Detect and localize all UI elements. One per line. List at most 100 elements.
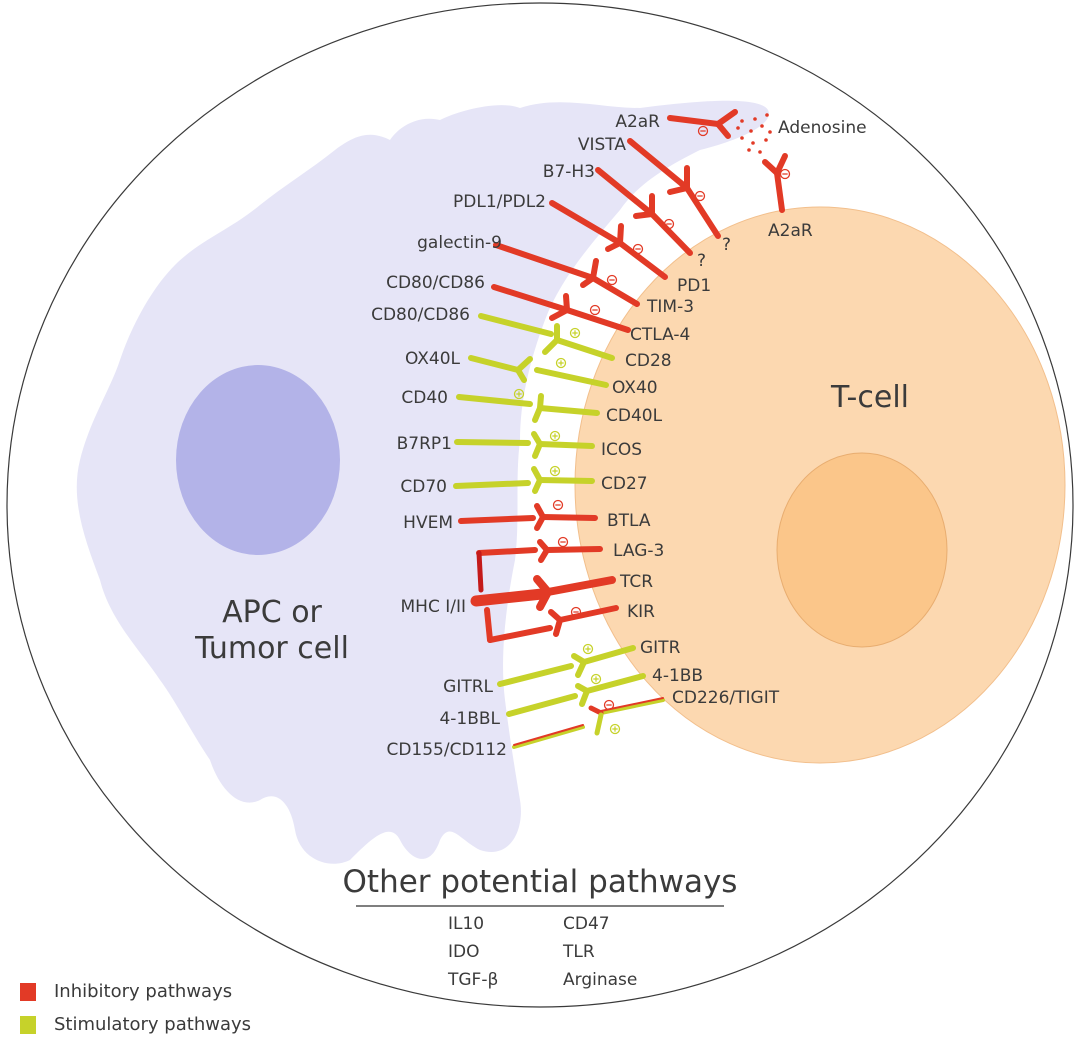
b7rp1-line	[454, 439, 531, 446]
label-cd226-tigit: CD226/TIGIT	[672, 688, 780, 708]
minus-sign-icon	[632, 243, 644, 255]
adenosine-molecule	[736, 126, 740, 130]
outer-boundary-circle	[6, 2, 1074, 1008]
gitr-receptor	[581, 645, 636, 665]
adenosine-molecule	[753, 117, 757, 121]
minus-sign-icon	[552, 499, 564, 511]
mhc-tcr-line	[470, 588, 548, 607]
label-galectin-9: galectin-9	[417, 233, 502, 253]
t-cell-label: T-cell	[830, 380, 909, 415]
label-cd40l: CD40L	[606, 406, 663, 426]
hvem-line	[458, 515, 536, 524]
adenosine-molecule	[740, 136, 744, 140]
minus-sign-icon	[663, 218, 675, 230]
receptor-fork	[579, 688, 590, 707]
label-mhc: MHC I/II	[401, 597, 467, 617]
other-pathway-item: TLR	[562, 942, 595, 962]
plus-sign-icon	[569, 327, 581, 339]
b7h3-line	[595, 167, 655, 217]
tcr-receptor	[544, 576, 616, 596]
adenosine-molecule	[740, 119, 744, 123]
label-a2ar-apc: A2aR	[615, 112, 660, 132]
label-cd70: CD70	[400, 477, 447, 497]
a2ar-tcell-stem	[774, 170, 785, 213]
other-pathway-item: IDO	[448, 942, 480, 962]
label-tcr: TCR	[619, 572, 653, 592]
b7h3-receptor	[649, 211, 693, 256]
adenosine-molecule	[765, 113, 769, 117]
label-pdl1-pdl2: PDL1/PDL2	[453, 192, 546, 212]
cd40l-receptor	[537, 405, 600, 416]
tigit-fork	[588, 705, 604, 716]
label-vista: VISTA	[578, 135, 626, 155]
a2ar-apc-line	[667, 115, 721, 127]
mhc-bracket	[476, 550, 484, 593]
plus-sign-icon	[609, 723, 621, 735]
minus-sign-icon	[694, 190, 706, 202]
cd40-line	[456, 394, 533, 407]
receptor-fork	[617, 223, 624, 246]
minus-sign-icon	[589, 304, 601, 316]
adenosine-molecule	[751, 141, 755, 145]
receptor-fork	[538, 547, 550, 563]
kir-receptor	[557, 605, 619, 623]
btla-receptor	[540, 514, 598, 521]
receptor-fork	[536, 588, 552, 611]
other-pathway-item: IL10	[448, 914, 484, 934]
ox40l-line	[468, 355, 521, 373]
other-pathways-title: Other potential pathways	[343, 864, 738, 900]
label-btla: BTLA	[607, 511, 651, 531]
adenosine-molecule	[760, 124, 764, 128]
label-cd28: CD28	[625, 351, 672, 371]
receptor-fork	[532, 477, 543, 494]
adenosine-molecule	[768, 130, 772, 134]
label-ox40l: OX40L	[405, 349, 461, 369]
vista-receptor	[684, 185, 721, 239]
apc-nucleus	[176, 365, 340, 555]
mhc-bracket	[484, 607, 493, 643]
label-pd1: PD1	[677, 276, 711, 296]
vista-line	[627, 138, 690, 191]
cd80-line	[478, 313, 554, 337]
label-icos: ICOS	[601, 440, 642, 460]
inhibitory-swatch-icon	[20, 982, 36, 1001]
adenosine-molecule	[758, 150, 762, 154]
pdl-line	[549, 200, 623, 246]
receptor-fork	[553, 617, 563, 637]
legend: Inhibitory pathways Stimulatory pathways	[20, 975, 251, 1041]
legend-item-stimulatory: Stimulatory pathways	[20, 1008, 251, 1041]
label-cd80-cd86-b: CD80/CD86	[371, 305, 470, 325]
legend-item-inhibitory: Inhibitory pathways	[20, 975, 251, 1008]
apc-label-line1: APC or	[222, 595, 322, 630]
a2ar-fork	[715, 109, 738, 127]
label-b7h3: B7-H3	[543, 162, 595, 182]
cd27-receptor	[537, 477, 595, 484]
plus-sign-icon	[590, 673, 602, 685]
ctla4-receptor	[564, 307, 631, 333]
mhc-kir-line	[487, 625, 553, 643]
cd226-receptor	[599, 698, 665, 715]
other-pathway-item: Arginase	[563, 970, 637, 990]
other-pathway-item: CD47	[563, 914, 610, 934]
receptor-fork	[575, 659, 587, 678]
tim3-receptor	[590, 275, 640, 307]
legend-label: Inhibitory pathways	[54, 981, 233, 1002]
label-b7rp1: B7RP1	[397, 434, 452, 454]
minus-sign-icon	[603, 699, 615, 711]
label-ctla4: CTLA-4	[630, 325, 690, 345]
label-gitrl: GITRL	[443, 677, 493, 697]
receptor-fork	[590, 258, 599, 281]
label-unknown-2: ?	[697, 251, 706, 271]
plus-sign-icon	[555, 357, 567, 369]
apc-cell-body	[76, 100, 769, 864]
apc-label-line2: Tumor cell	[194, 631, 349, 666]
lag3-receptor	[544, 546, 603, 553]
label-4-1bbl: 4-1BBL	[439, 709, 500, 729]
label-cd155-cd112: CD155/CD112	[386, 740, 507, 760]
plus-sign-icon	[513, 388, 525, 400]
adenosine-molecule	[764, 138, 768, 142]
label-tim3: TIM-3	[646, 297, 694, 317]
minus-sign-icon	[606, 274, 618, 286]
